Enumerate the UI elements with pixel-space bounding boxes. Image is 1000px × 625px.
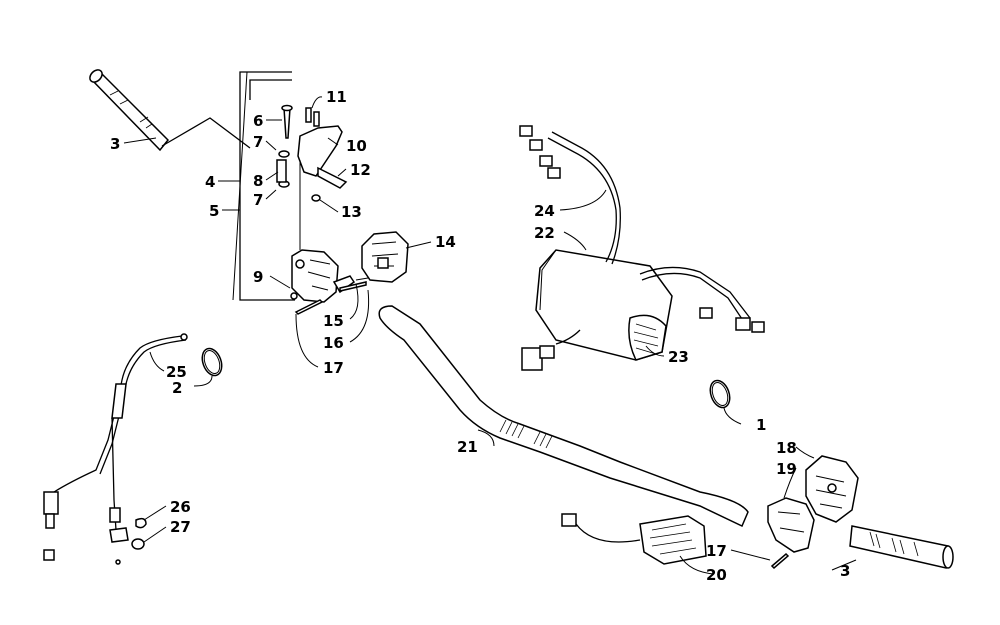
right-bracket — [767, 497, 815, 553]
grip-heater-element — [561, 513, 707, 565]
callout-15: 15 — [323, 312, 344, 330]
callout-3-right: 3 — [840, 562, 850, 580]
right-switch-housing — [805, 455, 859, 523]
throttle-cable — [43, 333, 188, 565]
screws-left — [294, 277, 369, 315]
callout-12: 12 — [350, 161, 371, 179]
callout-5: 5 — [209, 202, 219, 220]
callout-23: 23 — [668, 348, 689, 366]
callout-26: 26 — [170, 498, 191, 516]
callout-18: 18 — [776, 439, 797, 457]
callout-1: 1 — [756, 416, 766, 434]
callout-19: 19 — [776, 460, 797, 478]
lever-housing — [290, 249, 356, 303]
callout-10: 10 — [346, 137, 367, 155]
callout-14: 14 — [435, 233, 456, 251]
callout-labels: 3 4 5 6 7 8 7 9 11 10 12 13 14 15 16 17 … — [110, 88, 850, 584]
callout-9: 9 — [253, 268, 263, 286]
callout-27: 27 — [170, 518, 191, 536]
callout-13: 13 — [341, 203, 362, 221]
bracket-lines — [232, 71, 295, 301]
callout-7-lower: 7 — [253, 191, 263, 209]
left-grip — [89, 69, 251, 152]
callout-8: 8 — [253, 172, 263, 190]
callout-3-left: 3 — [110, 135, 120, 153]
callout-11: 11 — [326, 88, 347, 106]
callout-24: 24 — [534, 202, 555, 220]
heater-module — [535, 249, 673, 361]
callout-17-right: 17 — [706, 542, 727, 560]
callout-4: 4 — [205, 173, 215, 191]
wiring-harness — [519, 125, 765, 371]
screw-right — [770, 552, 790, 570]
left-switch-housing — [361, 231, 409, 283]
clamps — [201, 347, 731, 409]
callout-20: 20 — [706, 566, 727, 584]
callout-17-left: 17 — [323, 359, 344, 377]
callout-7-upper: 7 — [253, 133, 263, 151]
leader-lines — [123, 96, 857, 575]
callout-25: 25 — [166, 363, 187, 381]
handlebar — [378, 305, 749, 528]
right-grip — [849, 525, 954, 569]
callout-21: 21 — [457, 438, 478, 456]
callout-22: 22 — [534, 224, 555, 242]
callout-6: 6 — [253, 112, 263, 130]
brake-lever-parts — [276, 104, 348, 250]
callout-16: 16 — [323, 334, 344, 352]
callout-2: 2 — [172, 379, 182, 397]
